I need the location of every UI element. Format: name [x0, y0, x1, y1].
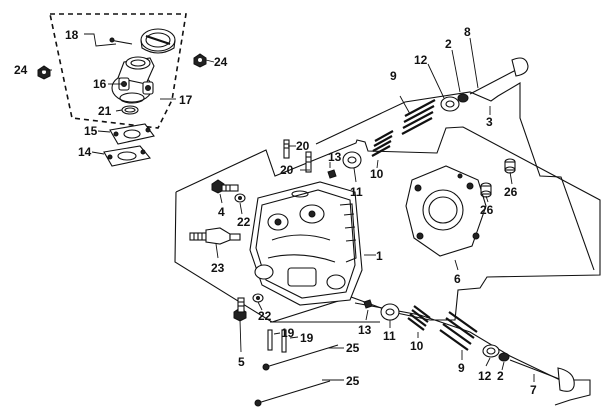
stud-bolt-20-b [305, 151, 312, 173]
exhaust-valve [509, 359, 575, 392]
callout-4: 4 [218, 205, 225, 219]
callout-17: 17 [179, 93, 193, 107]
callout-11-bottom: 11 [383, 329, 396, 343]
callout-18: 18 [65, 28, 79, 42]
intake-valve [469, 57, 529, 95]
callout-20-a: 20 [296, 139, 310, 153]
dowel-26-b [504, 158, 516, 174]
cylinder-head [249, 181, 363, 306]
callout-20-b: 20 [280, 163, 294, 177]
callout-5: 5 [238, 355, 245, 369]
dowel-19-b [281, 329, 287, 353]
valve-spring-9-top [401, 99, 436, 135]
spark-plug [189, 227, 241, 245]
callout-24-right: 24 [214, 55, 228, 69]
callout-2-top: 2 [445, 37, 452, 51]
callout-6: 6 [454, 272, 461, 286]
callout-19-b: 19 [300, 331, 314, 345]
valve-seal-2-bottom [498, 352, 510, 362]
bolt-4 [211, 179, 239, 194]
long-stud-25-b [254, 380, 331, 407]
callout-14: 14 [78, 145, 92, 159]
dowel-19-a [267, 329, 273, 351]
valve-spring-10-bottom [407, 305, 431, 331]
callout-9-top: 9 [390, 69, 397, 83]
callout-21: 21 [98, 104, 112, 118]
callout-11-top: 11 [350, 185, 363, 199]
housing-adapter-plate [103, 145, 152, 167]
callout-10-bottom: 10 [410, 339, 424, 353]
callout-9-bottom: 9 [458, 361, 465, 375]
thermostat-clip [109, 37, 133, 45]
callout-23: 23 [211, 261, 225, 275]
valve-retainer-11-bottom [380, 303, 400, 321]
callout-16: 16 [93, 77, 107, 91]
thermostat-housing [111, 56, 155, 104]
nut-24-right [193, 53, 207, 68]
callout-2-bottom: 2 [497, 369, 504, 383]
callout-12-bottom: 12 [478, 369, 492, 383]
callout-26-left: 26 [480, 203, 494, 217]
callout-19-a: 19 [281, 326, 295, 340]
callout-3: 3 [486, 115, 493, 129]
valve-spring-10-top [371, 130, 394, 157]
head-gasket [405, 165, 487, 257]
thermostat-cover [140, 28, 176, 54]
callout-15: 15 [84, 124, 98, 138]
valve-cotter-13-top [327, 169, 337, 179]
callout-7: 7 [530, 383, 537, 397]
callout-24-left: 24 [14, 63, 28, 77]
washer-22-top [234, 193, 246, 203]
thermostat-group-dashed-box [49, 13, 187, 129]
valve-seat-12-top [440, 96, 460, 112]
callout-25-top: 25 [346, 341, 360, 355]
bolt-5 [233, 297, 247, 322]
thermostat-o-ring [121, 105, 139, 115]
callout-26-right: 26 [504, 185, 518, 199]
callout-22-bottom: 22 [258, 309, 272, 323]
valve-intake-frame [315, 82, 595, 271]
valve-seal-2-top [457, 93, 469, 103]
callout-13-top: 13 [328, 150, 342, 164]
valve-retainer-11-top [342, 151, 362, 169]
washer-22-bottom [252, 293, 264, 303]
stud-bolt-20-a [283, 139, 290, 159]
leader-lines [38, 33, 535, 382]
callout-8: 8 [464, 25, 471, 39]
callout-1: 1 [376, 249, 383, 263]
callout-12-top: 12 [414, 53, 428, 67]
dowel-26-a [480, 182, 492, 198]
callout-10-top: 10 [370, 167, 384, 181]
callout-22-top: 22 [237, 215, 251, 229]
valve-cotter-13-bottom [363, 299, 373, 309]
long-stud-25-a [262, 344, 339, 371]
housing-gasket [109, 123, 155, 145]
valve-seat-12-bottom [482, 344, 500, 358]
callout-25-bottom: 25 [346, 374, 360, 388]
nut-24-left [37, 65, 51, 80]
callout-13-bottom: 13 [358, 323, 372, 337]
valve-spring-9-bottom [439, 311, 478, 351]
